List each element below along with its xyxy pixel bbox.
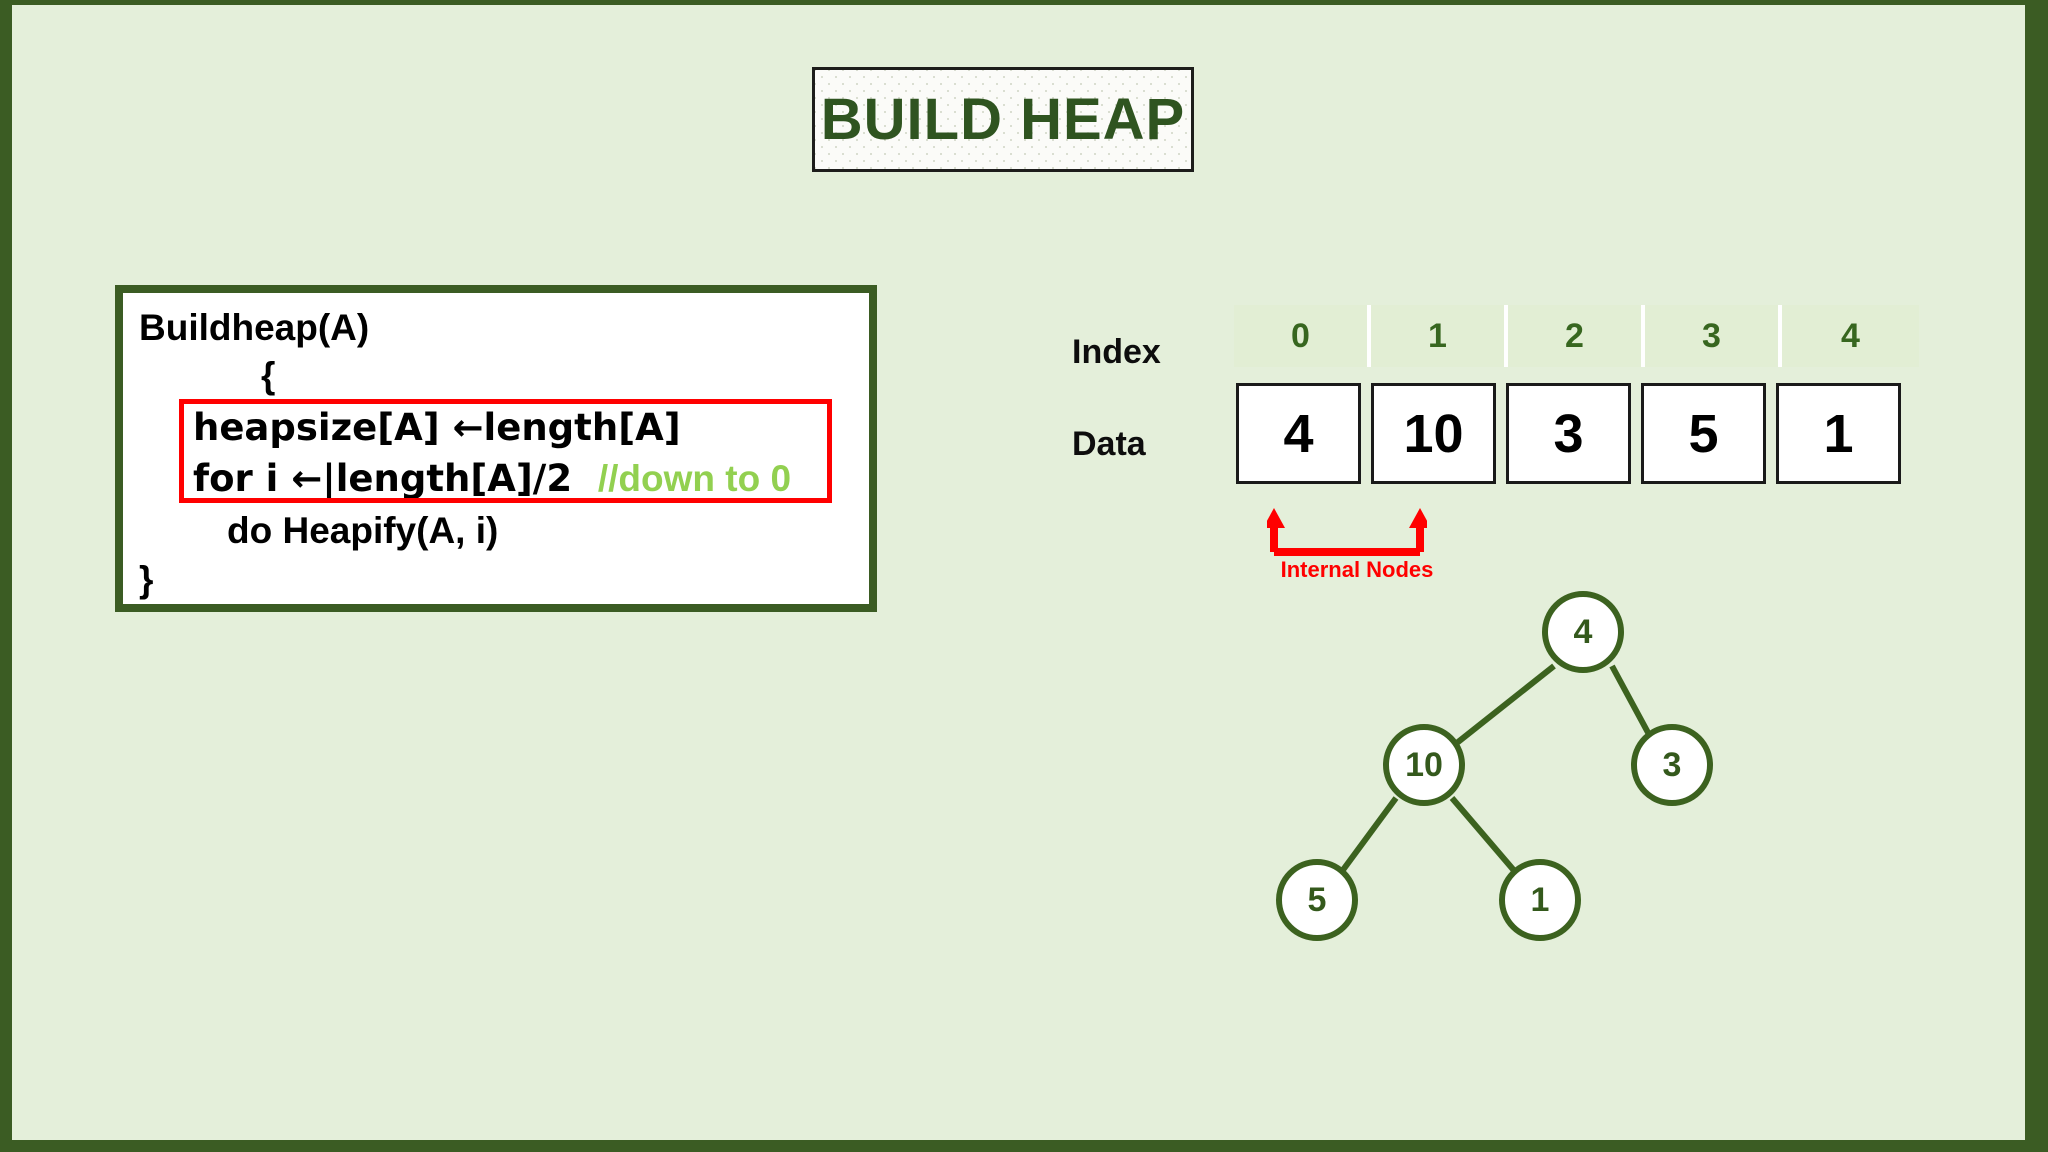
data-cell-4: 1 [1776,383,1901,484]
internal-nodes-label: Internal Nodes [1280,557,1434,582]
data-cell-0: 4 [1236,383,1361,484]
title-box: BUILD HEAP [812,67,1194,172]
tree-node-right-child: 3 [1631,724,1713,806]
tree-node-leaf-right: 1 [1499,859,1581,941]
index-cell-0: 0 [1234,305,1371,367]
code-line-heapsize: heapsize[A] ←length[A] [193,406,681,449]
data-cell-2: 3 [1506,383,1631,484]
tree-edges [1337,663,1655,876]
page-title: BUILD HEAP [820,87,1186,152]
tree-node-root: 4 [1542,591,1624,673]
index-row-label: Index [1072,333,1161,371]
internal-nodes-bracket-icon [1267,508,1427,556]
index-cell-2: 2 [1508,305,1645,367]
code-line-close-brace: } [139,559,154,600]
code-line-open-brace: { [261,355,276,396]
edge-10-to-5 [1337,796,1399,876]
tree-node-left-child: 10 [1383,724,1465,806]
data-row-label: Data [1072,425,1146,463]
index-cell-1: 1 [1371,305,1508,367]
slide-canvas: BUILD HEAP Buildheap(A) { heapsize[A] ←l… [12,5,2025,1140]
index-cell-3: 3 [1645,305,1782,367]
code-line-signature: Buildheap(A) [139,307,370,348]
edge-root-to-3 [1609,664,1655,742]
edge-10-to-1 [1449,796,1520,876]
code-comment: //down to 0 [597,458,792,499]
edge-root-to-10 [1451,663,1556,749]
index-row: 0 1 2 3 4 [1234,305,1919,367]
index-cell-4: 4 [1782,305,1919,367]
pseudocode-box: Buildheap(A) { heapsize[A] ←length[A] fo… [115,285,877,612]
array-table: Index Data 0 1 2 3 4 4 10 3 5 1 [1072,305,1919,505]
binary-tree: 4 10 3 5 1 [1212,580,1772,960]
data-row: 4 10 3 5 1 [1236,383,1901,484]
tree-node-leaf-left: 5 [1276,859,1358,941]
code-for-statement: for i ←|length[A]/2 [193,457,598,500]
data-cell-3: 5 [1641,383,1766,484]
code-line-for-loop: for i ←|length[A]/2 //down to 0 [193,457,791,500]
code-line-do-heapify: do Heapify(A, i) [227,510,499,551]
data-cell-1: 10 [1371,383,1496,484]
